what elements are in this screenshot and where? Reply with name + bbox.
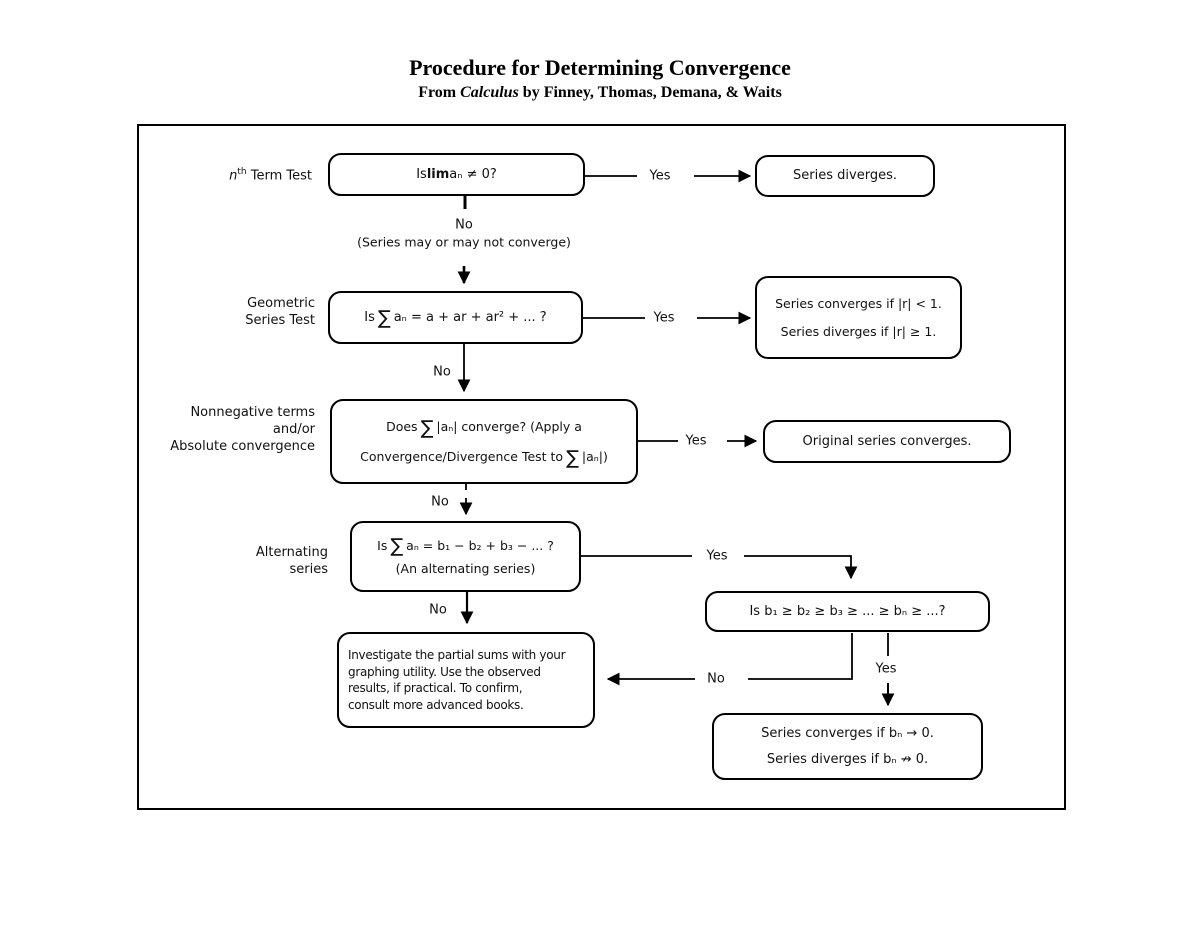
geometric-series-test-label: Geometric Series Test <box>165 295 315 329</box>
question-text: Is <box>364 309 375 325</box>
investigate-line2: graphing utility. Use the observed <box>348 664 541 679</box>
series-diverges-text: Series diverges. <box>793 168 897 184</box>
nth-term-question-box: Is lim aₙ ≠ 0? <box>328 153 585 196</box>
final-result-line1: Series converges if bₙ → 0. <box>761 725 934 741</box>
geometric-result-line1: Series converges if |r| < 1. <box>775 295 942 311</box>
label-line: series <box>289 562 329 577</box>
subtitle-post: by Finney, Thomas, Demana, & Waits <box>518 84 782 101</box>
label-line: Absolute convergence <box>170 439 315 454</box>
yes-label-row4: Yes <box>706 548 728 564</box>
investigate-line1: Investigate the partial sums with your <box>348 648 566 662</box>
label-line: Alternating <box>255 545 328 560</box>
monotone-question: Is b₁ ≥ b₂ ≥ b₃ ≥ ... ≥ bₙ ≥ ...? <box>749 603 946 619</box>
nth-term-test-label: nth Term Test <box>150 164 312 184</box>
question-text: aₙ = a + ar + ar² + ... ? <box>393 309 547 325</box>
question-text: aₙ ≠ 0? <box>449 166 497 182</box>
subtitle-book-title: Calculus <box>460 84 519 101</box>
monotone-question-box: Is b₁ ≥ b₂ ≥ b₃ ≥ ... ≥ bₙ ≥ ...? <box>705 591 990 632</box>
original-converges-text: Original series converges. <box>802 433 972 449</box>
investigate-line3: results, if practical. To confirm, <box>348 681 523 695</box>
investigate-line4: consult more advanced books. <box>348 697 524 712</box>
alternating-question-line2: (An alternating series) <box>395 560 536 576</box>
label-line: Geometric <box>247 296 315 311</box>
yes-label-row3: Yes <box>685 433 707 449</box>
investigate-box: Investigate the partial sums with your g… <box>337 632 595 728</box>
label-line: Nonnegative terms <box>190 405 315 420</box>
geometric-question-box: Is ∑aₙ = a + ar + ar² + ... ? <box>328 291 583 344</box>
question-text: Is <box>377 537 388 553</box>
no-label-row3: No <box>431 494 449 510</box>
no-note: (Series may or may not converge) <box>357 234 571 250</box>
subtitle-pre: From <box>418 84 461 101</box>
geometric-result-line2: Series diverges if |r| ≥ 1. <box>780 323 937 339</box>
question-text: |aₙ| converge? (Apply a <box>436 418 582 434</box>
outer-frame <box>137 124 1066 810</box>
alternating-question-box: Is ∑aₙ = b₁ − b₂ + b₃ − ... ? (An altern… <box>350 521 581 592</box>
final-result-line2: Series diverges if bₙ ↛ 0. <box>766 751 929 767</box>
no-label-row2: No <box>433 364 451 380</box>
label-line: Series Test <box>245 313 315 328</box>
absolute-convergence-label: Nonnegative terms and/or Absolute conver… <box>140 404 315 455</box>
label-th-superscript: th <box>237 167 247 177</box>
no-label-monotone: No <box>707 671 725 687</box>
question-text: Is <box>416 166 427 182</box>
no-label-row4: No <box>429 602 447 618</box>
question-text: aₙ = b₁ − b₂ + b₃ − ... ? <box>406 537 554 553</box>
absolute-question-line1: Does ∑|aₙ| converge? (Apply a <box>386 412 582 442</box>
nth-term-question: Is lim aₙ ≠ 0? <box>416 166 497 184</box>
question-text: |aₙ|) <box>581 448 608 464</box>
final-result-box: Series converges if bₙ → 0. Series diver… <box>712 713 983 780</box>
absolute-question-box: Does ∑|aₙ| converge? (Apply a Convergenc… <box>330 399 638 484</box>
label-term-test: Term Test <box>246 168 312 184</box>
yes-label-monotone: Yes <box>875 661 897 677</box>
label-n: n <box>229 168 238 184</box>
geometric-result-box: Series converges if |r| < 1. Series dive… <box>755 276 962 359</box>
no-label-row1: No <box>455 217 473 233</box>
absolute-question-line2: Convergence/Divergence Test to ∑|aₙ|) <box>360 442 608 472</box>
page-subtitle: From Calculus by Finney, Thomas, Demana,… <box>0 84 1200 102</box>
alternating-question-line1: Is ∑aₙ = b₁ − b₂ + b₃ − ... ? <box>377 535 554 557</box>
question-text: Convergence/Divergence Test to <box>360 448 564 464</box>
alternating-series-label: Alternating series <box>178 544 328 578</box>
label-line: and/or <box>272 422 315 437</box>
series-diverges-box: Series diverges. <box>755 155 935 197</box>
limit-operator: lim <box>426 166 450 182</box>
page-title: Procedure for Determining Convergence <box>409 55 791 80</box>
geometric-question: Is ∑aₙ = a + ar + ar² + ... ? <box>364 307 547 330</box>
question-text: Does <box>386 418 418 434</box>
original-converges-box: Original series converges. <box>763 420 1011 463</box>
yes-label-row2: Yes <box>653 310 675 326</box>
yes-label-row1: Yes <box>649 168 671 184</box>
